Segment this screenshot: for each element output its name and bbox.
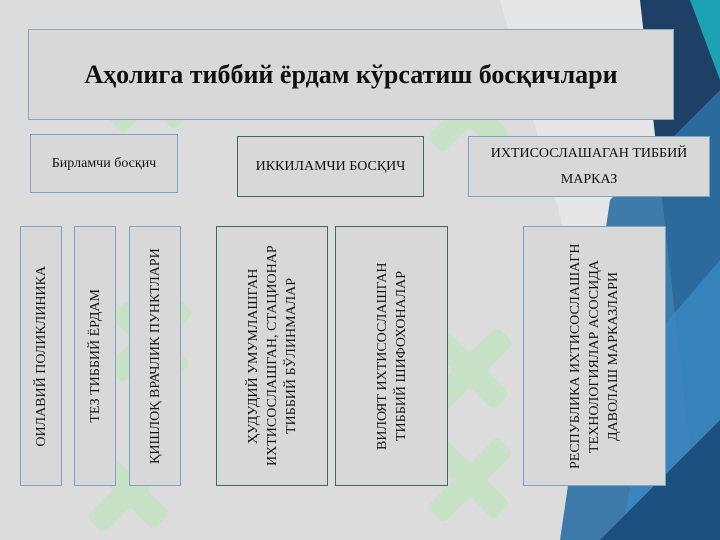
level-specialized-center: ИХТИСОСЛАШАГАН ТИББИЙ МАРКАЗ bbox=[468, 136, 710, 197]
facility-label: ВИЛОЯТ ИХТИСОСЛАШГАН ТИББИЙ ШИФОХОНАЛАР bbox=[374, 262, 409, 450]
level-secondary: ИККИЛАМЧИ БОСҚИЧ bbox=[237, 136, 424, 197]
facility-label: РЕСПУБЛИКА ИХТИСОСЛАШАГН ТЕХНОЛОГИЯЛАР А… bbox=[568, 243, 621, 469]
level-specialized-label: ИХТИСОСЛАШАГАН ТИББИЙ МАРКАЗ bbox=[490, 145, 688, 187]
level-primary-label: Бирламчи босқич bbox=[51, 156, 157, 171]
facility-label: ҚИШЛОҚ ВРАЧЛИК ПУНКТЛАРИ bbox=[147, 248, 163, 464]
facility-label: ҲУДУДИЙ УМУМЛАШГАН ИХТИСОСЛАШГАН, СТАЦИО… bbox=[245, 245, 299, 467]
level-secondary-label: ИККИЛАМЧИ БОСҚИЧ bbox=[255, 158, 406, 174]
title-text: Аҳолига тиббий ёрдам кўрсатиш босқичлари bbox=[84, 59, 618, 89]
facility-emergency-care: ТЕЗ ТИББИЙ ЁРДАМ bbox=[74, 226, 116, 486]
facility-republican-centers: РЕСПУБЛИКА ИХТИСОСЛАШАГН ТЕХНОЛОГИЯЛАР А… bbox=[523, 226, 666, 486]
facility-label: ОИЛАВИЙ ПОЛИКЛИНИКА bbox=[33, 265, 49, 447]
level-primary: Бирламчи босқич bbox=[30, 134, 178, 193]
facility-rural-medical-points: ҚИШЛОҚ ВРАЧЛИК ПУНКТЛАРИ bbox=[129, 226, 181, 486]
facility-family-polyclinic: ОИЛАВИЙ ПОЛИКЛИНИКА bbox=[20, 226, 62, 486]
facility-label: ТЕЗ ТИББИЙ ЁРДАМ bbox=[87, 289, 103, 423]
facility-provincial-hospitals: ВИЛОЯТ ИХТИСОСЛАШГАН ТИББИЙ ШИФОХОНАЛАР bbox=[335, 226, 448, 486]
facility-regional-inpatient-units: ҲУДУДИЙ УМУМЛАШГАН ИХТИСОСЛАШГАН, СТАЦИО… bbox=[216, 226, 328, 486]
diagram-title: Аҳолига тиббий ёрдам кўрсатиш босқичлари bbox=[28, 29, 674, 120]
